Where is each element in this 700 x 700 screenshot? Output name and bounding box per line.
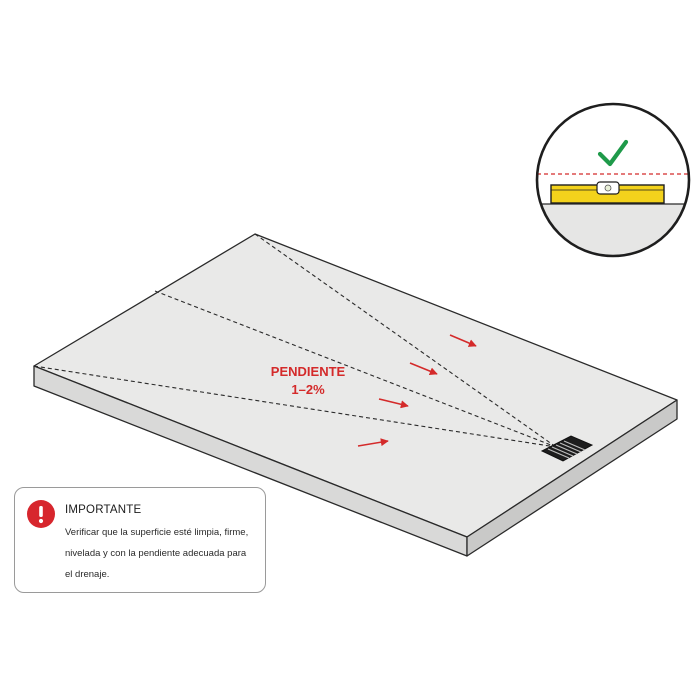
- spirit-level: [550, 181, 665, 204]
- important-notice: IMPORTANTE Verificar que la superficie e…: [14, 487, 266, 593]
- drain-grate: [540, 435, 594, 462]
- flow-arrow-2: [409, 362, 438, 375]
- slope-line-1: [254, 233, 557, 448]
- slab-side-right: [466, 399, 678, 557]
- level-bubble: [604, 184, 612, 192]
- flow-arrow-4: [357, 438, 389, 447]
- slope-value: 1–2%: [291, 382, 325, 397]
- concrete-slab: [33, 233, 678, 557]
- flow-arrow-1: [449, 334, 477, 347]
- check-icon: [597, 139, 629, 167]
- flow-arrows: [357, 334, 477, 447]
- notice-title: IMPORTANTE: [65, 504, 142, 516]
- slope-line-2: [154, 290, 557, 448]
- exclamation-icon: [27, 500, 55, 528]
- level-check-inset: [535, 102, 691, 258]
- flow-arrow-3: [378, 398, 409, 409]
- slope-title: PENDIENTE: [271, 364, 346, 379]
- slope-lines: [33, 233, 557, 448]
- notice-text: Verificar que la superficie esté limpia,…: [65, 527, 249, 580]
